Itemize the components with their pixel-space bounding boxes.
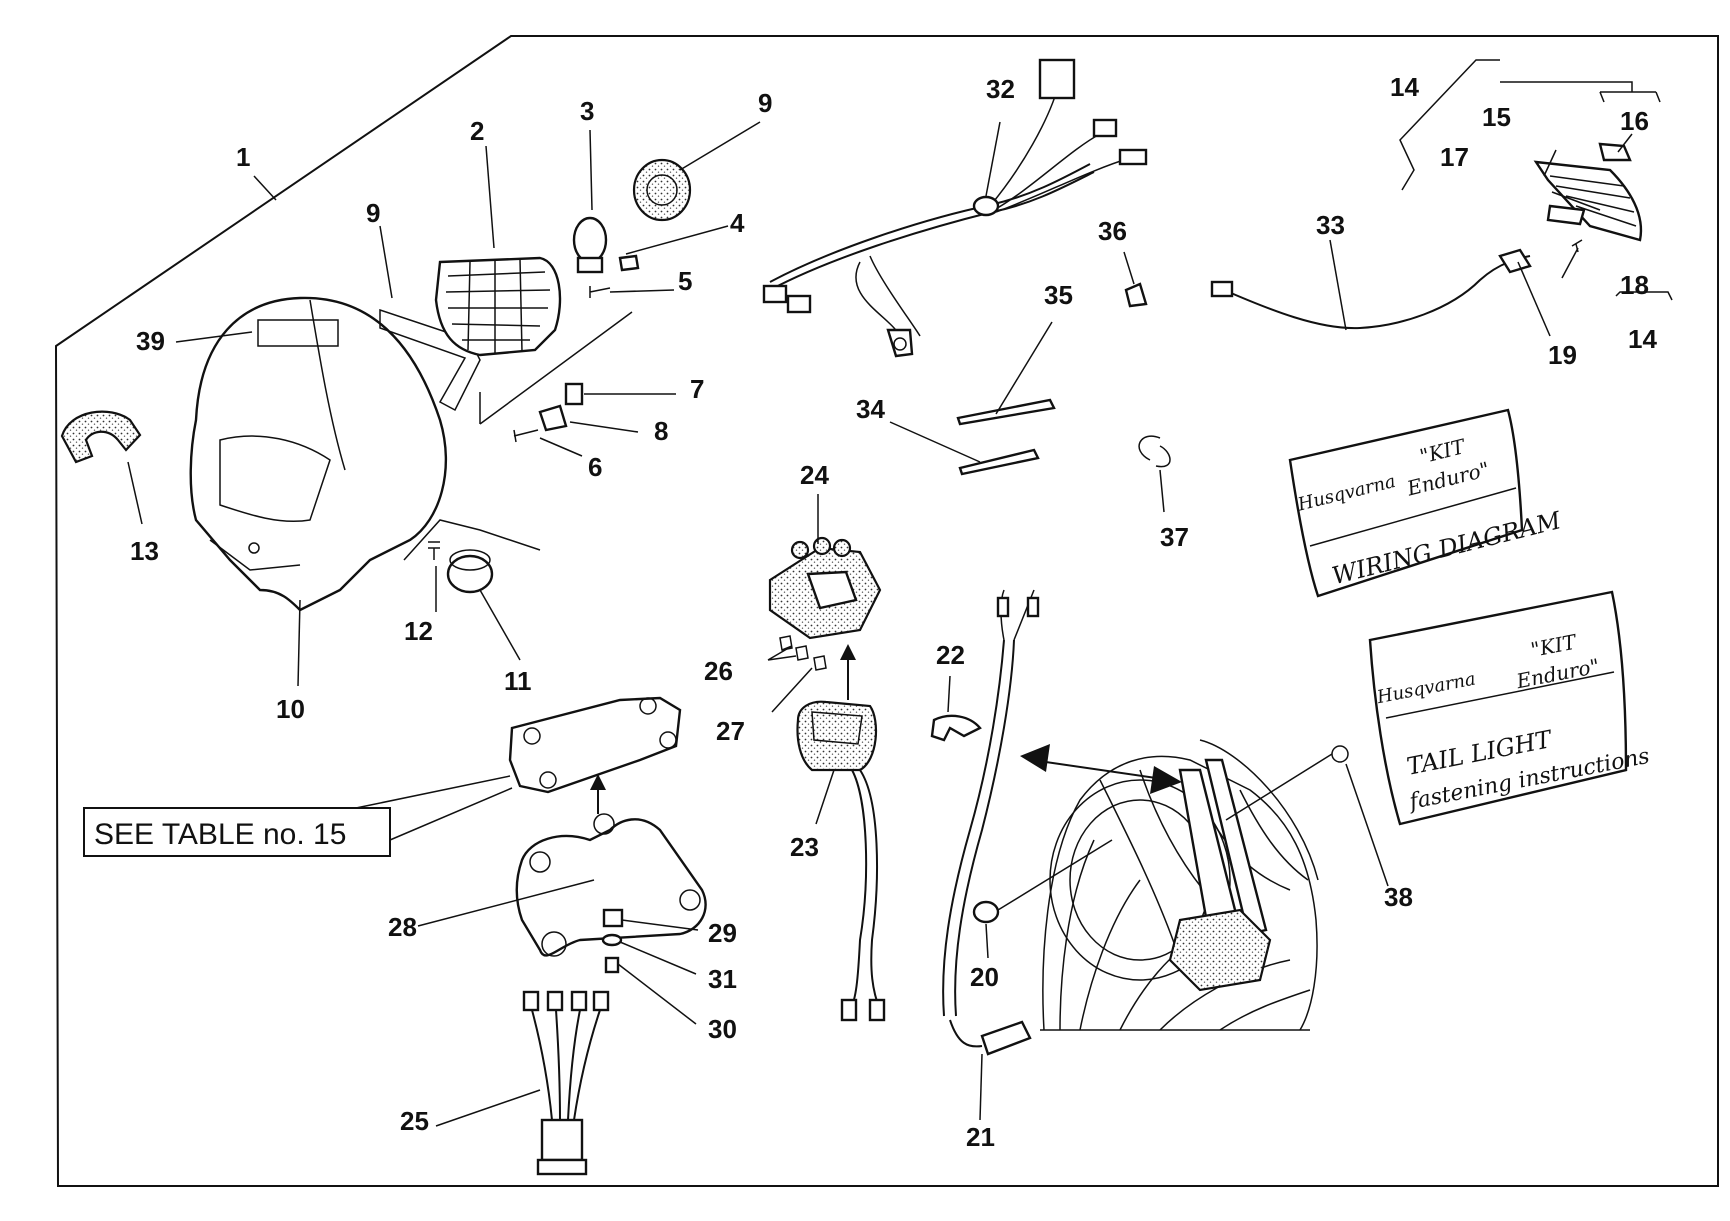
cable-tie-34 [958, 448, 1040, 476]
connector-harness-25 [522, 990, 610, 1176]
speedometer-9 [632, 158, 692, 222]
arrow-head-1 [840, 644, 856, 660]
callout-19: 19 [1548, 340, 1577, 370]
callout-13: 13 [130, 536, 159, 566]
washer-31 [601, 933, 623, 947]
diagram-frame [54, 35, 1719, 1187]
wiring-diagram-card: Husqvarna "KIT Enduro" WIRING DIAGRAM [1288, 408, 1565, 598]
handlebar-clamp [508, 696, 682, 794]
callout-10: 10 [276, 694, 305, 724]
callout-9-left: 9 [366, 198, 380, 228]
clip-22 [930, 714, 982, 742]
sensor-cable-21 [942, 589, 1040, 1056]
tail-light-card: Husqvarna "KIT Enduro" TAIL LIGHT fasten… [1368, 590, 1652, 826]
group-bracket-14-bottom [1615, 291, 1673, 301]
hose-clip-13 [60, 410, 142, 464]
screw-6 [513, 429, 539, 443]
assembly-guide [479, 311, 633, 425]
assembly-guide-2 [403, 519, 541, 561]
tail-light-assembly [1533, 142, 1643, 253]
callout-24: 24 [800, 460, 829, 490]
spacer-7 [564, 382, 584, 406]
leader-20-wheel [997, 839, 1113, 911]
callout-20: 20 [970, 962, 999, 992]
callout-25: 25 [400, 1106, 429, 1136]
screw-12 [428, 541, 440, 560]
bulb-4 [618, 254, 640, 272]
callout-8: 8 [654, 416, 668, 446]
callout-4: 4 [730, 208, 745, 238]
leader-38-wheel [1225, 753, 1333, 821]
callout-6: 6 [588, 452, 602, 482]
nut-29 [602, 908, 624, 928]
bracket-8 [538, 404, 568, 432]
instrument-bracket-24 [768, 536, 882, 640]
callout-23: 23 [790, 832, 819, 862]
callout-15: 15 [1482, 102, 1511, 132]
callout-11: 11 [504, 666, 532, 696]
callout-3: 3 [580, 96, 594, 126]
callout-21: 21 [966, 1122, 995, 1152]
double-arrow-head-left [1020, 744, 1050, 772]
see-table-text: SEE TABLE no. 15 [94, 818, 346, 851]
callout-labels: 1 2 3 4 5 6 7 8 9 9 10 11 12 13 14 14 15… [130, 72, 1657, 1152]
callout-12: 12 [404, 616, 433, 646]
clamp-11 [446, 549, 494, 594]
callout-38: 38 [1384, 882, 1413, 912]
clip-36 [1124, 282, 1148, 308]
callout-33: 33 [1316, 210, 1345, 240]
callout-37: 37 [1160, 522, 1189, 552]
callout-1: 1 [236, 142, 250, 172]
clip-37 [1138, 435, 1171, 468]
plate-28 [515, 813, 707, 957]
callout-14-top: 14 [1390, 72, 1419, 102]
callout-14-bottom: 14 [1628, 324, 1657, 354]
headlight-mask [189, 296, 448, 612]
double-arrow-head-right [1150, 766, 1182, 794]
indicator-23 [796, 700, 886, 1022]
headlight-unit [434, 256, 562, 357]
group-bracket-14 [1500, 81, 1661, 103]
wiring-harness-32 [762, 58, 1148, 358]
callout-34: 34 [856, 394, 885, 424]
callout-30: 30 [708, 1014, 737, 1044]
callout-36: 36 [1098, 216, 1127, 246]
callout-7: 7 [690, 374, 704, 404]
plug-20 [972, 900, 1000, 924]
callout-16: 16 [1620, 106, 1649, 136]
callout-32: 32 [986, 74, 1015, 104]
screw-5 [589, 286, 611, 298]
double-arrow [1031, 759, 1171, 781]
callout-31: 31 [708, 964, 737, 994]
bulb-3 [572, 216, 608, 274]
callout-27: 27 [716, 716, 745, 746]
cable-tie-35 [956, 398, 1056, 426]
see-table-note: SEE TABLE no. 15 [83, 775, 513, 857]
callout-9-right: 9 [758, 88, 772, 118]
leader-lines [127, 121, 1633, 1127]
bulb-27 [813, 655, 827, 671]
callout-2: 2 [470, 116, 484, 146]
ring-38 [1331, 745, 1349, 763]
tail-light-cable-33 [1210, 248, 1532, 330]
callout-39: 39 [136, 326, 165, 356]
callout-22: 22 [936, 640, 965, 670]
front-wheel [1040, 739, 1319, 1031]
callout-28: 28 [388, 912, 417, 942]
callout-29: 29 [708, 918, 737, 948]
callout-18: 18 [1620, 270, 1649, 300]
arrow-head-2 [590, 774, 606, 790]
bulb-26 [779, 635, 809, 661]
callout-35: 35 [1044, 280, 1073, 310]
callout-26: 26 [704, 656, 733, 686]
screw-30 [604, 956, 620, 974]
group-leader-14 [1399, 59, 1500, 191]
callout-17: 17 [1440, 142, 1469, 172]
callout-5: 5 [678, 266, 692, 296]
